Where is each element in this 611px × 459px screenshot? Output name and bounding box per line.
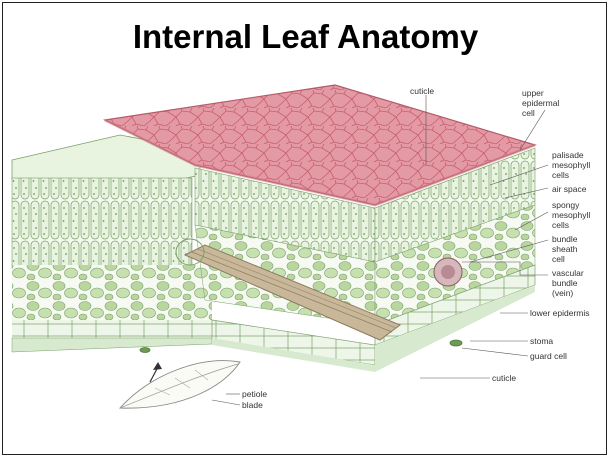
label-cuticle-bottom: cuticle	[492, 373, 517, 383]
label-lower-epidermis: lower epidermis	[530, 308, 590, 318]
label-vascular-bundle: vascular bundle (vein)	[552, 268, 584, 298]
upper-epidermis-surface	[103, 84, 537, 207]
label-palisade-mesophyll-cells: palisade mesophyll cells	[552, 150, 591, 180]
label-spongy-mesophyll-cells: spongy mesophyll cells	[552, 200, 591, 230]
label-bundle-sheath-cell: bundle sheath cell	[552, 234, 578, 264]
label-upper-epidermal-cell: upper epidermal cell	[522, 88, 560, 118]
label-blade: blade	[242, 400, 263, 410]
label-guard-cell: guard cell	[530, 351, 567, 361]
label-stoma: stoma	[530, 336, 554, 346]
page-title: Internal Leaf Anatomy	[132, 18, 479, 55]
label-cuticle-top: cuticle	[410, 86, 435, 96]
label-petiole: petiole	[242, 389, 268, 399]
leaf-sketch	[119, 360, 241, 409]
vascular-bundle	[175, 238, 463, 341]
label-air-space: air space	[552, 184, 587, 194]
left-tissue-block	[11, 134, 213, 353]
leader-lines	[211, 95, 549, 406]
lower-epidermis-layer	[211, 264, 536, 372]
stoma	[139, 339, 463, 353]
